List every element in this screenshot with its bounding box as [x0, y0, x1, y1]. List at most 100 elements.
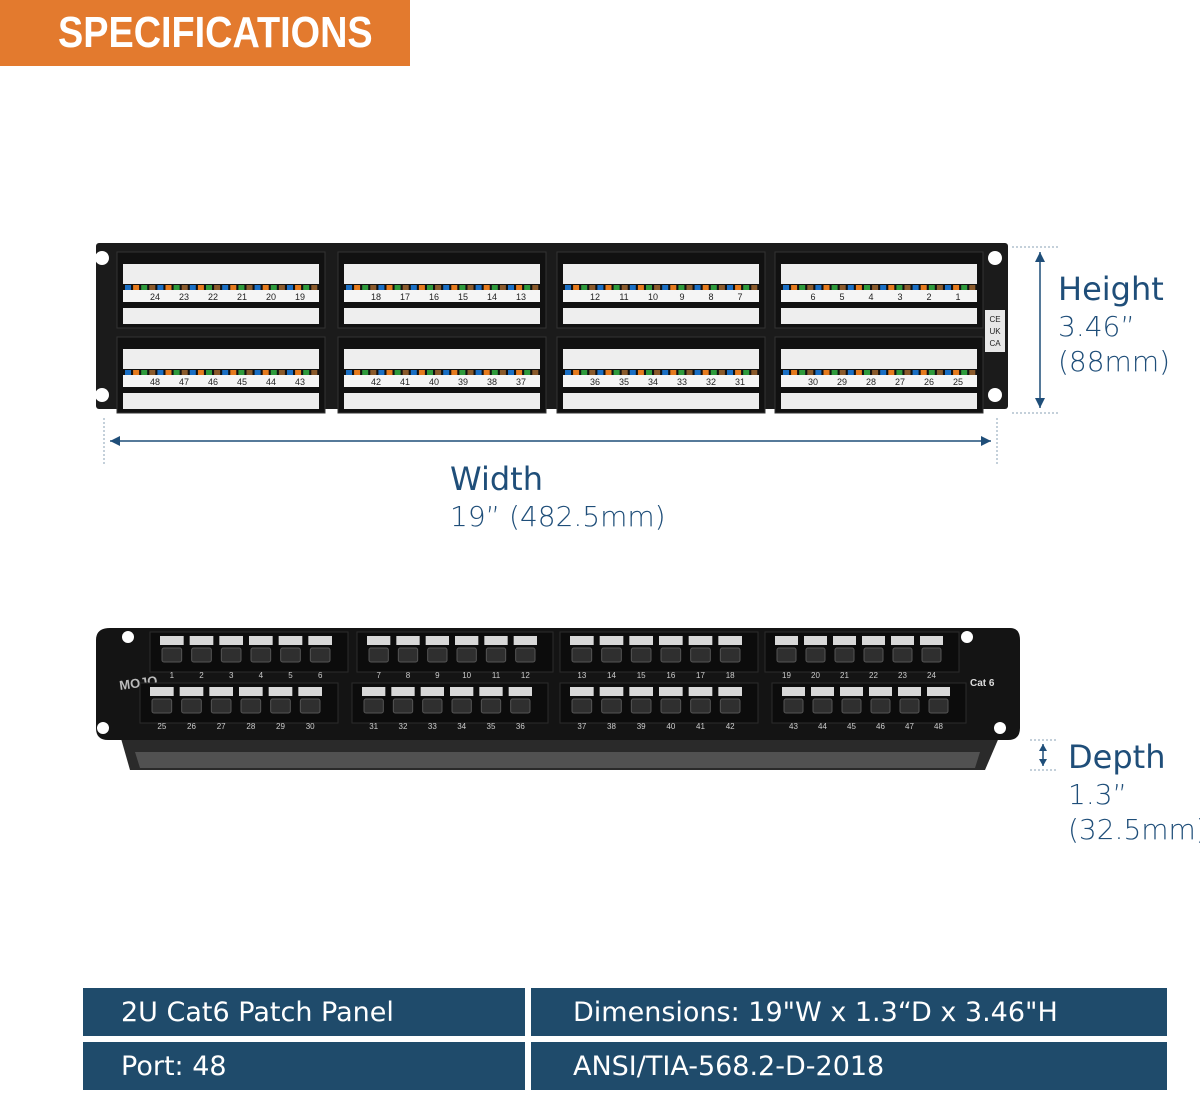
rj45-jack [363, 698, 384, 714]
depth-mm: (32.5mm) [1068, 813, 1200, 846]
rear-port-label: 11 [619, 292, 628, 302]
rj45-jack [210, 698, 232, 714]
spec-standard: ANSI/TIA-568.2-D-2018 [531, 1042, 1167, 1090]
rj45-jack [834, 647, 855, 663]
front-port-label: 46 [876, 722, 885, 731]
spec-row: 2U Cat6 Patch Panel Dimensions: 19"W x 1… [83, 988, 1167, 1036]
rj45-jack [660, 698, 682, 714]
rj45-jack [719, 647, 741, 663]
front-port-label: 10 [462, 671, 471, 680]
rear-port-label: 17 [400, 292, 410, 302]
rj45-jack [280, 647, 301, 663]
rj45-jack [928, 698, 949, 714]
height-inches: 3.46” [1058, 310, 1135, 343]
front-port-label: 14 [607, 671, 616, 680]
front-port-label: 27 [217, 722, 226, 731]
front-port-label: 20 [811, 671, 820, 680]
rear-port-label: 25 [953, 377, 963, 387]
spec-table: 2U Cat6 Patch Panel Dimensions: 19"W x 1… [83, 988, 1167, 1096]
cat-label: Cat 6 [970, 678, 995, 689]
rj45-jack [427, 647, 448, 663]
front-port-label: 24 [927, 671, 936, 680]
rear-port-label: 30 [808, 377, 818, 387]
front-port-label: 21 [840, 671, 849, 680]
front-port-label: 1 [170, 671, 175, 680]
rj45-jack [719, 698, 741, 714]
rear-port-label: 42 [371, 377, 381, 387]
rear-port-label: 10 [648, 292, 658, 302]
rj45-jack [630, 698, 652, 714]
rear-port-label: 43 [295, 377, 305, 387]
front-port-label: 39 [637, 722, 646, 731]
rear-port-label: 23 [179, 292, 189, 302]
rj45-jack [392, 698, 414, 714]
rj45-jack [841, 698, 862, 714]
rj45-jack [515, 647, 536, 663]
front-port-label: 6 [318, 671, 323, 680]
front-port-label: 38 [607, 722, 616, 731]
width-value: 19” (482.5mm) [450, 500, 666, 533]
rear-port-label: 38 [487, 377, 497, 387]
front-port-label: 15 [637, 671, 646, 680]
rear-port-label: 22 [208, 292, 218, 302]
rj45-jack [270, 698, 291, 714]
front-port-label: 5 [288, 671, 293, 680]
rear-port-label: 2 [926, 292, 931, 302]
rj45-jack [776, 647, 797, 663]
front-port-label: 29 [276, 722, 285, 731]
rj45-jack [690, 698, 711, 714]
front-port-label: 37 [577, 722, 586, 731]
rear-port-label: 21 [237, 292, 247, 302]
rj45-jack [805, 647, 826, 663]
rj45-jack [368, 647, 389, 663]
front-port-label: 45 [847, 722, 856, 731]
front-port-label: 28 [246, 722, 255, 731]
rear-port-label: 24 [150, 292, 160, 302]
rj45-jack [250, 647, 272, 663]
rear-port-label: 36 [590, 377, 600, 387]
rear-port-label: 37 [516, 377, 526, 387]
rj45-jack [191, 647, 212, 663]
rear-port-label: 16 [429, 292, 439, 302]
front-port-label: 23 [898, 671, 907, 680]
front-port-label: 13 [577, 671, 586, 680]
rj45-jack [571, 698, 593, 714]
rear-port-label: 3 [897, 292, 902, 302]
front-port-label: 40 [666, 722, 675, 731]
cert-uk: UK [989, 327, 1001, 336]
front-port-label: 48 [934, 722, 943, 731]
rear-port-label: 12 [590, 292, 600, 302]
front-port-label: 44 [818, 722, 827, 731]
rj45-jack [870, 698, 891, 714]
rear-port-label: 26 [924, 377, 934, 387]
front-port-label: 26 [187, 722, 196, 731]
front-port-label: 25 [157, 722, 166, 731]
depth-inches: 1.3” [1068, 778, 1128, 811]
rear-port-label: 40 [429, 377, 439, 387]
rear-port-label: 13 [516, 292, 526, 302]
rear-port-label: 28 [866, 377, 876, 387]
rear-port-label: 14 [487, 292, 497, 302]
rj45-jack [660, 647, 682, 663]
front-port-label: 3 [229, 671, 234, 680]
rj45-jack [783, 698, 804, 714]
cert-ce: CE [989, 315, 1000, 324]
front-port-label: 18 [726, 671, 735, 680]
rear-port-label: 48 [150, 377, 160, 387]
rear-port-label: 39 [458, 377, 468, 387]
rj45-jack [510, 698, 531, 714]
rj45-jack [863, 647, 884, 663]
front-port-label: 4 [259, 671, 264, 680]
rear-port-label: 34 [648, 377, 658, 387]
